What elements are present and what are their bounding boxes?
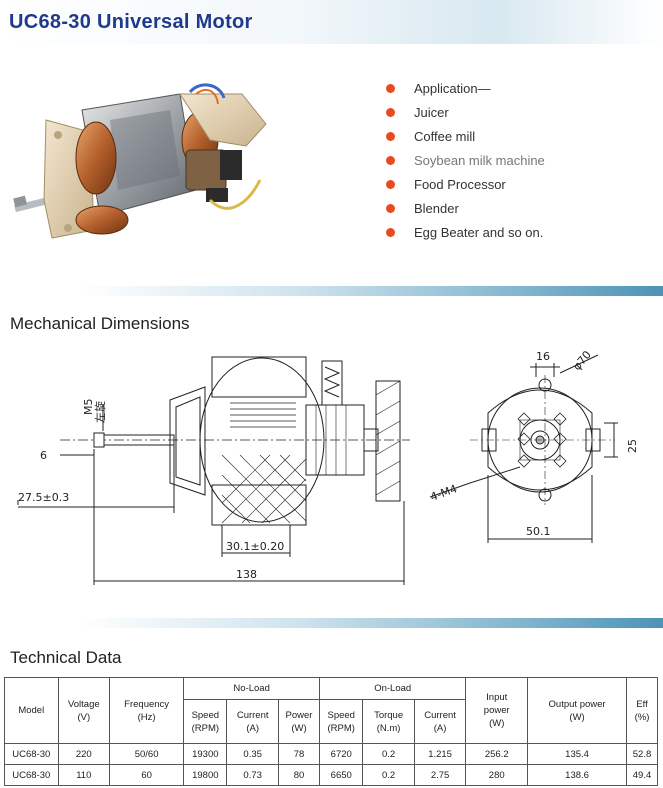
dim-left-thread: 左旋 xyxy=(93,401,107,423)
col-nl-power: Power(W) xyxy=(277,699,321,744)
bullet-icon xyxy=(386,107,395,117)
section-divider xyxy=(0,618,663,628)
list-item: Food Processor xyxy=(386,172,545,196)
col-nl-speed: Speed(RPM) xyxy=(183,699,228,744)
col-ol-speed: Speed(RPM) xyxy=(319,699,364,744)
dim-16: 16 xyxy=(536,350,550,363)
col-nl-current: Current(A) xyxy=(226,699,279,744)
list-item: Egg Beater and so on. xyxy=(386,220,545,244)
motor-photo xyxy=(13,83,267,239)
list-item: Soybean milk machine xyxy=(386,148,545,172)
bullet-icon xyxy=(386,131,395,141)
col-model: Model xyxy=(4,677,59,744)
bullet-icon xyxy=(386,227,395,237)
list-item: Application— xyxy=(386,76,545,100)
col-ol-torque: Torque(N.m) xyxy=(362,699,415,744)
col-ol-current: Current(A) xyxy=(413,699,467,744)
technical-data-title: Technical Data xyxy=(10,648,122,667)
col-frequency: Frequency(Hz) xyxy=(109,677,185,744)
col-on-load: On-Load xyxy=(319,677,467,700)
bullet-icon xyxy=(386,83,395,93)
dim-25: 25 xyxy=(626,439,639,453)
bullet-icon xyxy=(386,203,395,213)
page-title: UC68-30 Universal Motor xyxy=(9,11,253,33)
list-item: Juicer xyxy=(386,100,545,124)
dim-138: 138 xyxy=(236,568,257,581)
dim-6: 6 xyxy=(40,449,47,462)
dim-50: 50.1 xyxy=(526,525,551,538)
col-eff: Eff(%) xyxy=(626,677,658,744)
dim-30: 30.1±0.20 xyxy=(226,540,284,553)
mechanical-drawing: M5 左旋 6 27.5±0.3 30.1±0.20 138 16 φ70 25… xyxy=(17,348,639,585)
mechanical-dimensions-title: Mechanical Dimensions xyxy=(10,314,190,333)
dim-m5: M5 xyxy=(82,399,95,416)
title-bar: UC68-30 Universal Motor xyxy=(0,0,663,44)
technical-data-table: Model Voltage(V) Frequency(Hz) No-Load O… xyxy=(4,677,658,786)
dim-phi70: φ70 xyxy=(570,348,594,373)
bullet-icon xyxy=(386,179,395,189)
bullet-icon xyxy=(386,155,395,165)
list-item: Blender xyxy=(386,196,545,220)
application-list: Application— Juicer Coffee mill Soybean … xyxy=(386,76,545,244)
section-divider xyxy=(0,286,663,296)
col-no-load: No-Load xyxy=(183,677,321,700)
dim-27: 27.5±0.3 xyxy=(18,491,69,504)
dim-m4: 4-M4 xyxy=(429,482,459,504)
col-voltage: Voltage(V) xyxy=(57,677,111,744)
col-output-power: Output power(W) xyxy=(527,677,627,744)
list-item: Coffee mill xyxy=(386,124,545,148)
